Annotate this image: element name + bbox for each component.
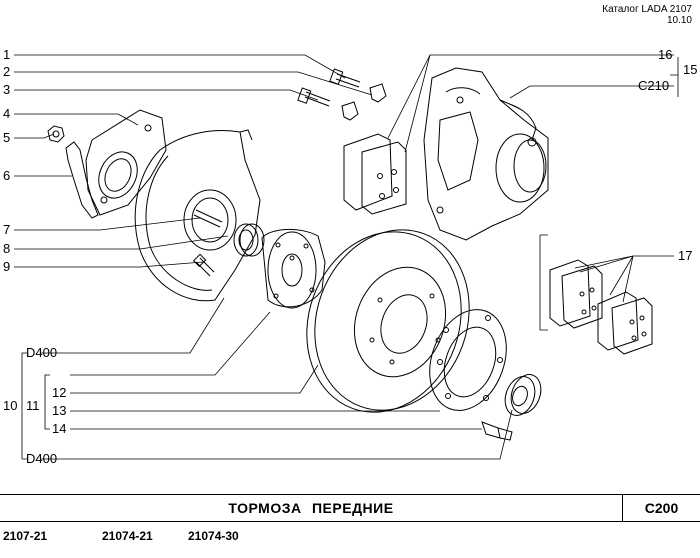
hub-bolt xyxy=(195,257,215,277)
callout-5: 5 xyxy=(3,130,11,145)
section-title: ТОРМОЗА ПЕРЕДНИЕ xyxy=(228,500,394,516)
callout-d400-top: D400 xyxy=(26,345,58,360)
callout-1: 1 xyxy=(3,47,11,62)
pad-kit-bracket xyxy=(539,234,548,331)
callout-2: 2 xyxy=(3,64,11,79)
model-code: 2107-21 xyxy=(3,529,48,543)
caliper-bolts xyxy=(297,68,387,121)
callout-10: 10 xyxy=(3,398,18,413)
callout-11: 11 xyxy=(26,398,40,413)
nut xyxy=(47,125,65,143)
model-code: 21074-21 xyxy=(102,529,153,543)
model-code: 21074-30 xyxy=(188,529,239,543)
outer-bearing xyxy=(504,374,542,416)
callout-13: 13 xyxy=(52,403,67,418)
callout-c210: C210 xyxy=(638,78,670,93)
catalog-title: Каталог LADA 2107 xyxy=(602,4,692,15)
callout-15: 15 xyxy=(683,62,698,77)
callout-7: 7 xyxy=(3,222,11,237)
section-code: C200 xyxy=(644,500,679,516)
group-brackets xyxy=(21,352,50,460)
catalog-header: Каталог LADA 2107 10.10 xyxy=(602,4,692,26)
brake-assembly-diagram xyxy=(14,54,679,460)
caliper-mounting-plate xyxy=(85,109,167,216)
callout-14: 14 xyxy=(52,421,67,436)
callout-16: 16 xyxy=(658,47,673,62)
brake-caliper xyxy=(423,67,549,241)
callout-4: 4 xyxy=(3,106,11,121)
callout-3: 3 xyxy=(3,82,11,97)
wheel-bolt xyxy=(481,421,513,441)
catalog-date: 10.10 xyxy=(666,15,692,26)
leader-lines xyxy=(14,54,679,460)
callout-17: 17 xyxy=(678,248,693,263)
wheel-hub xyxy=(261,229,326,309)
hub-stud xyxy=(193,209,223,228)
splash-shield xyxy=(134,129,261,302)
brake-disc xyxy=(306,229,470,413)
spacer-ring xyxy=(429,309,507,411)
brake-pads xyxy=(343,133,407,215)
callout-8: 8 xyxy=(3,241,11,256)
title-bar: ТОРМОЗА ПЕРЕДНИЕ C200 xyxy=(0,494,700,522)
callout-d400-bottom: D400 xyxy=(26,451,58,466)
callout-6: 6 xyxy=(3,168,11,183)
callout-9: 9 xyxy=(3,259,11,274)
callout-12: 12 xyxy=(52,385,67,400)
mounting-bracket xyxy=(65,141,99,219)
hub-bearing xyxy=(233,223,265,257)
title-divider xyxy=(622,495,623,521)
brake-pad-kit xyxy=(549,259,653,355)
